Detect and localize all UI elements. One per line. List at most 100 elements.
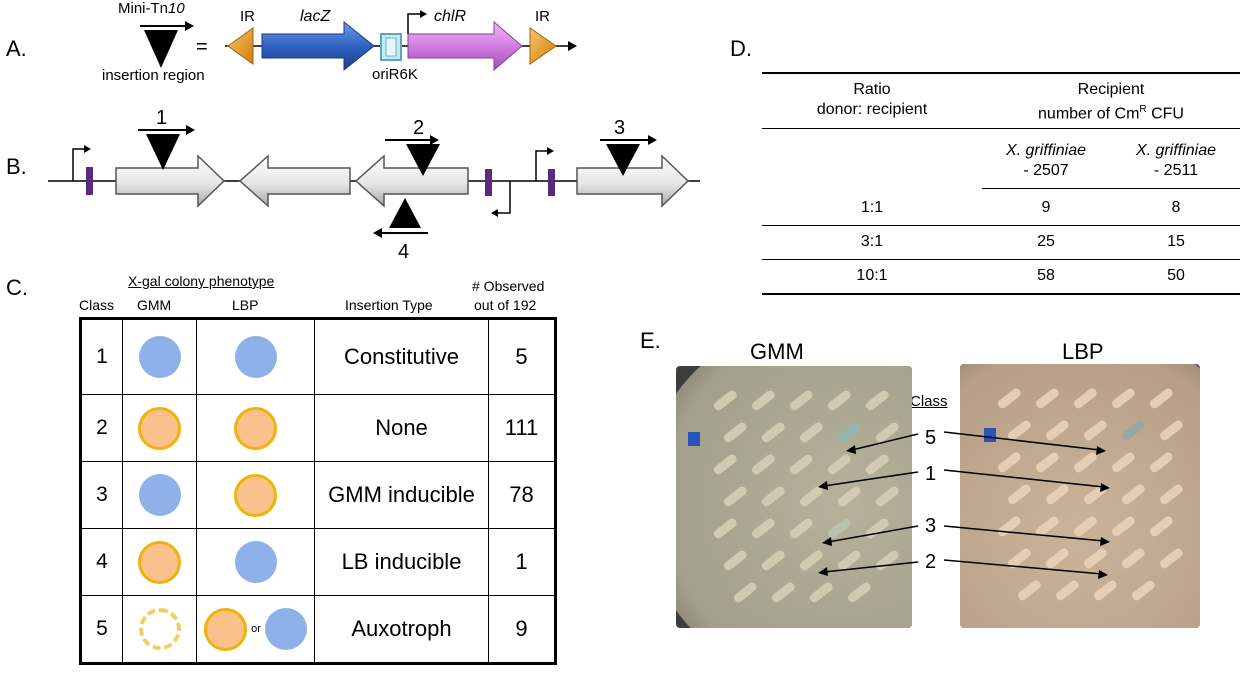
insertion-type-cell: GMM inducible xyxy=(328,482,475,507)
ins2-arrowhead xyxy=(430,135,439,145)
gmm-colony-streaks xyxy=(713,390,899,603)
gmm-plate-image xyxy=(676,366,912,628)
gmm-cell xyxy=(123,596,196,662)
panel-e-label: E. xyxy=(640,328,661,353)
arrow-5-right xyxy=(943,431,1101,451)
row-rule xyxy=(762,225,1240,226)
class-1-label: 1 xyxy=(925,463,936,485)
recipient-sup: R xyxy=(1139,104,1147,115)
ins1-triangle xyxy=(146,134,180,170)
chlr-label: chlR xyxy=(434,8,467,25)
lbp-cell xyxy=(197,462,314,528)
panel-b-diagram: 1 2 4 3 xyxy=(48,107,700,263)
terminator-1 xyxy=(86,167,93,195)
gmm-cell xyxy=(123,395,196,461)
ratio-header-2: donor: recipient xyxy=(816,101,928,118)
class-legend-label: Class xyxy=(910,393,948,410)
strain1-name: X. griffiniae xyxy=(1005,142,1087,159)
recipient-text: number of Cm xyxy=(1038,105,1140,123)
recipient-header-1: Recipient xyxy=(1077,81,1145,98)
backbone-arrowhead xyxy=(568,41,577,51)
panel-b-label: B. xyxy=(6,154,27,179)
class-cell: 3 xyxy=(96,483,108,506)
mini-tn-arrowhead xyxy=(185,21,194,31)
arrow-1-right-head xyxy=(1100,483,1110,492)
gmm-blue-mark xyxy=(688,432,700,446)
gmm-cell xyxy=(123,320,196,394)
recipient-unit: CFU xyxy=(1146,105,1184,123)
lbp-cell xyxy=(197,529,314,595)
ins4-triangle xyxy=(389,198,421,228)
insertion-type-cell: Constitutive xyxy=(344,344,459,369)
promoter-2 xyxy=(498,181,511,214)
ratio-cell: 1:1 xyxy=(860,199,884,216)
cfu-2511-cell: 50 xyxy=(1167,267,1185,284)
cfu-2507-cell: 25 xyxy=(1037,233,1055,250)
arrow-5-left xyxy=(851,433,919,451)
or-label: or xyxy=(251,623,261,635)
arrow-5-left-head xyxy=(846,445,856,454)
arrow-3-left-head xyxy=(822,537,832,546)
ins4-label: 4 xyxy=(398,241,409,263)
lbp-cell: or xyxy=(197,596,314,662)
col-insertion-header: Insertion Type xyxy=(345,297,433,313)
gmm-cell xyxy=(123,529,196,595)
promoter-3 xyxy=(535,150,547,181)
table-top-rule xyxy=(762,72,1240,74)
arrow-2-left-head xyxy=(818,567,828,576)
lbp-blue-mark xyxy=(984,428,996,442)
orange-colony-icon xyxy=(138,540,181,584)
gene-4 xyxy=(576,154,690,208)
orange-colony-icon xyxy=(138,406,181,450)
insertion-type-cell: None xyxy=(375,415,428,440)
strain1-id: - 2507 xyxy=(1023,162,1069,179)
cfu-2507-cell: 58 xyxy=(1037,267,1055,284)
blue-colony-icon xyxy=(234,336,277,378)
arrow-3-right xyxy=(943,525,1105,542)
ins2-triangle xyxy=(406,144,440,176)
terminator-2 xyxy=(485,169,492,196)
class-5-label: 5 xyxy=(925,427,936,449)
class-2-label: 2 xyxy=(925,551,936,573)
lacz-arrow xyxy=(261,20,375,72)
ins4-arrowhead xyxy=(373,228,382,238)
row-divider xyxy=(82,528,554,529)
panel-a-diagram xyxy=(140,10,577,72)
col-divider xyxy=(314,320,315,662)
blue-colony-icon xyxy=(264,608,307,650)
promoter-2-head xyxy=(491,209,498,217)
blue-colony-icon xyxy=(234,541,277,583)
arrow-2-left xyxy=(823,561,919,573)
row-divider xyxy=(82,595,554,596)
ratio-cell: 10:1 xyxy=(856,267,888,284)
insertion-type-cell: LB inducible xyxy=(341,549,462,574)
chlr-arrow xyxy=(407,20,523,72)
arrow-1-right xyxy=(943,469,1105,488)
lbp-cell xyxy=(197,395,314,461)
ir-left-label: IR xyxy=(240,8,255,25)
cfu-2507-cell: 9 xyxy=(1041,199,1051,216)
equals-sign: = xyxy=(196,36,208,58)
orir6k-inner xyxy=(385,37,397,57)
terminator-3 xyxy=(548,169,555,196)
cfu-2511-cell: 15 xyxy=(1167,233,1185,250)
orange-colony-icon xyxy=(234,406,277,450)
strain2-name: X. griffiniae xyxy=(1135,142,1217,159)
col-observed-header-2: out of 192 xyxy=(474,297,537,313)
phenotype-table: 1 Constitutive 5 2 None 111 3 GMM induci… xyxy=(79,317,557,665)
orir6k-label: oriR6K xyxy=(372,66,418,83)
arrow-2-right-head xyxy=(1098,570,1108,579)
orange-colony-icon xyxy=(204,607,248,651)
blue-colony-icon xyxy=(138,336,181,378)
arrow-5-right-head xyxy=(1096,446,1106,455)
gmm-plate-photo xyxy=(676,366,912,628)
promoter-3-head xyxy=(547,147,554,155)
promoter-1 xyxy=(72,148,84,181)
lbp-cell xyxy=(197,320,314,394)
gmm-plate-title: GMM xyxy=(750,339,804,364)
col-class-header: Class xyxy=(79,297,115,313)
cfu-2511-cell: 8 xyxy=(1171,199,1181,216)
count-cell: 78 xyxy=(509,482,534,507)
mini-tn-suffix: 10 xyxy=(168,0,185,17)
strain2-id: - 2511 xyxy=(1153,162,1199,179)
